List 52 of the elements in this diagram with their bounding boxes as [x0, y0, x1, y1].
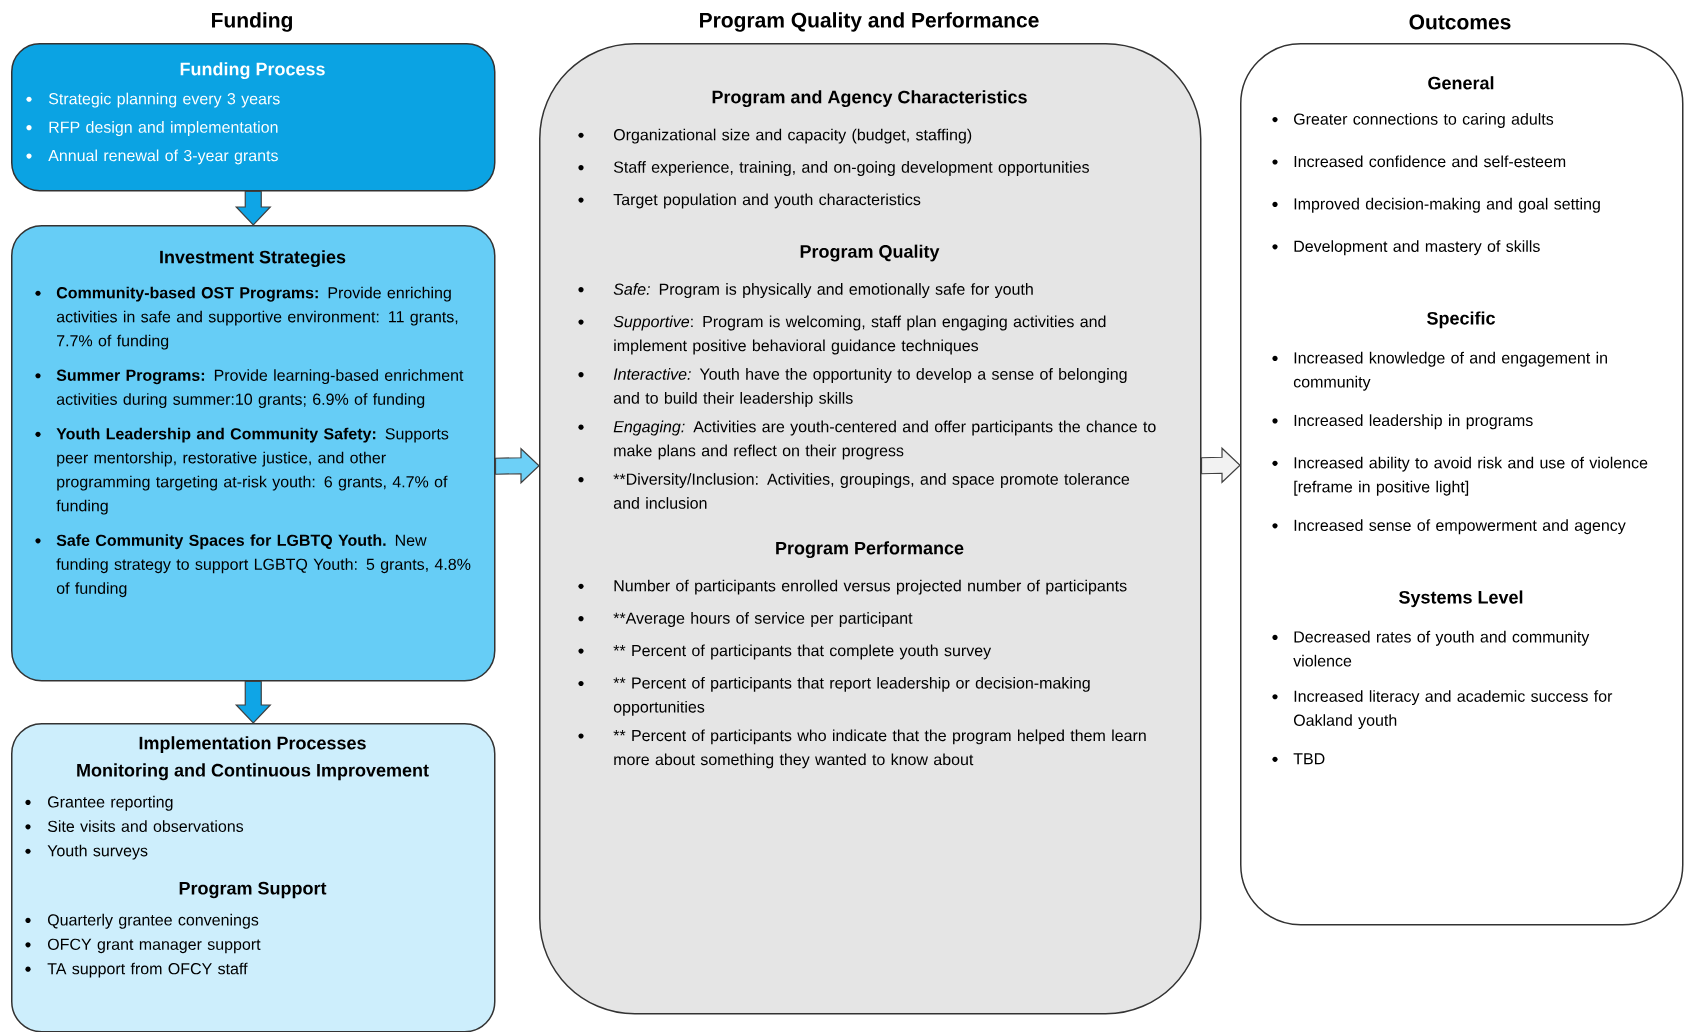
bullet-item: Quarterly grantee convenings — [25, 913, 259, 929]
section-heading: Program and Agency Characteristics — [712, 90, 1027, 108]
bullet-item: Site visits and observations — [25, 820, 244, 832]
section-heading: Program Performance — [776, 541, 964, 559]
bullet-item: **Diversity/Inclusion: Activities, groupings, and space promote tolerance and inclusion — [578, 473, 1130, 509]
bullet-item: Strategic planning every 3 years — [26, 92, 280, 108]
bullet-item: Youth Leadership and Community Safety: Supports peer mentorship, restorative justice, and other programming targeting at-risk youth: 6 grants, 4.7% of funding — [35, 427, 449, 515]
section-heading: Program Support — [179, 881, 327, 899]
bullet-item: Increased ability to avoid risk and use of violence [reframe in positive light] — [1272, 456, 1648, 496]
section-heading: Monitoring and Continuous Improvement — [77, 763, 429, 781]
bullet-item: Improved decision-making and goal setting — [1272, 197, 1600, 213]
bullet-item: Community-based OST Programs: Provide enriching activities in safe and supportive environment: 11 grants, 7.7% of funding — [35, 286, 458, 350]
bullet-item: Increased leadership in programs — [1272, 414, 1533, 430]
bullet-item: Youth surveys — [25, 844, 148, 860]
section-heading: General — [1428, 76, 1494, 90]
bullet-item: ** Percent of participants that report leadership or decision-making opportunities — [578, 676, 1090, 716]
bullet-item: Target population and youth characteristics — [578, 193, 921, 209]
bullet-item: Safe: Program is physically and emotionally safe for youth — [578, 283, 1033, 299]
block-arrow — [234, 190, 272, 226]
section-heading: Specific — [1427, 311, 1495, 329]
bullet-item: ** Percent of participants who indicate that the program helped them learn more about something they wanted to know about — [578, 729, 1146, 769]
bullet-item: Grantee reporting — [25, 795, 173, 811]
bullet-item: Increased literacy and academic success for Oakland youth — [1272, 690, 1613, 730]
block-arrow — [494, 447, 540, 485]
bullet-item: RFP design and implementation — [26, 121, 278, 136]
bullet-item: Organizational size and capacity (budget, staffing) — [578, 128, 972, 144]
bullet-item: Interactive: Youth have the opportunity to develop a sense of belonging and to build their leadership skills — [578, 368, 1127, 407]
section-heading: Funding Process — [180, 62, 325, 80]
bullet-item: Development and mastery of skills — [1272, 240, 1540, 256]
bullet-item: Increased knowledge of and engagement in community — [1272, 351, 1607, 391]
bullet-item: Annual renewal of 3-year grants — [26, 149, 278, 165]
bullet-item: TA support from OFCY staff — [25, 962, 248, 978]
section-heading: Program Quality — [800, 244, 940, 262]
bullet-item: Staff experience, training, and on-going development opportunities — [578, 161, 1089, 176]
bullet-item: OFCY grant manager support — [25, 938, 261, 954]
bullet-item: Engaging: Activities are youth-centered and offer participants the chance to make plans and reflect on their progress — [578, 420, 1156, 460]
bullet-item: Decreased rates of youth and community violence — [1272, 630, 1590, 667]
section-heading: Investment Strategies — [160, 250, 346, 268]
bullet-item: Increased sense of empowerment and agency — [1272, 519, 1626, 535]
bullet-item: ** Percent of participants that complete youth survey — [578, 644, 992, 660]
section-heading: Systems Level — [1399, 590, 1523, 608]
bullet-item: Supportive: Program is welcoming, staff plan engaging activities and implement positive behavioral guidance techniques — [578, 315, 1106, 355]
bullet-item: Increased confidence and self-esteem — [1272, 155, 1566, 168]
bullet-item: Safe Community Spaces for LGBTQ Youth. New funding strategy to support LGBTQ Youth: 5 grants, 4.8% of funding — [35, 534, 471, 598]
bullet-item: Number of participants enrolled versus projected number of participants — [578, 579, 1127, 595]
bullet-item: Summer Programs: Provide learning-based enrichment activities during summer:10 grants; 6.9% of funding — [35, 369, 464, 409]
block-arrow — [234, 680, 272, 724]
block-arrow — [1200, 446, 1241, 484]
bullet-item: **Average hours of service per participant — [578, 612, 913, 627]
section-heading: Implementation Processes — [139, 736, 366, 753]
bullet-item: TBD — [1272, 753, 1325, 765]
bullet-item: Greater connections to caring adults — [1272, 113, 1554, 128]
